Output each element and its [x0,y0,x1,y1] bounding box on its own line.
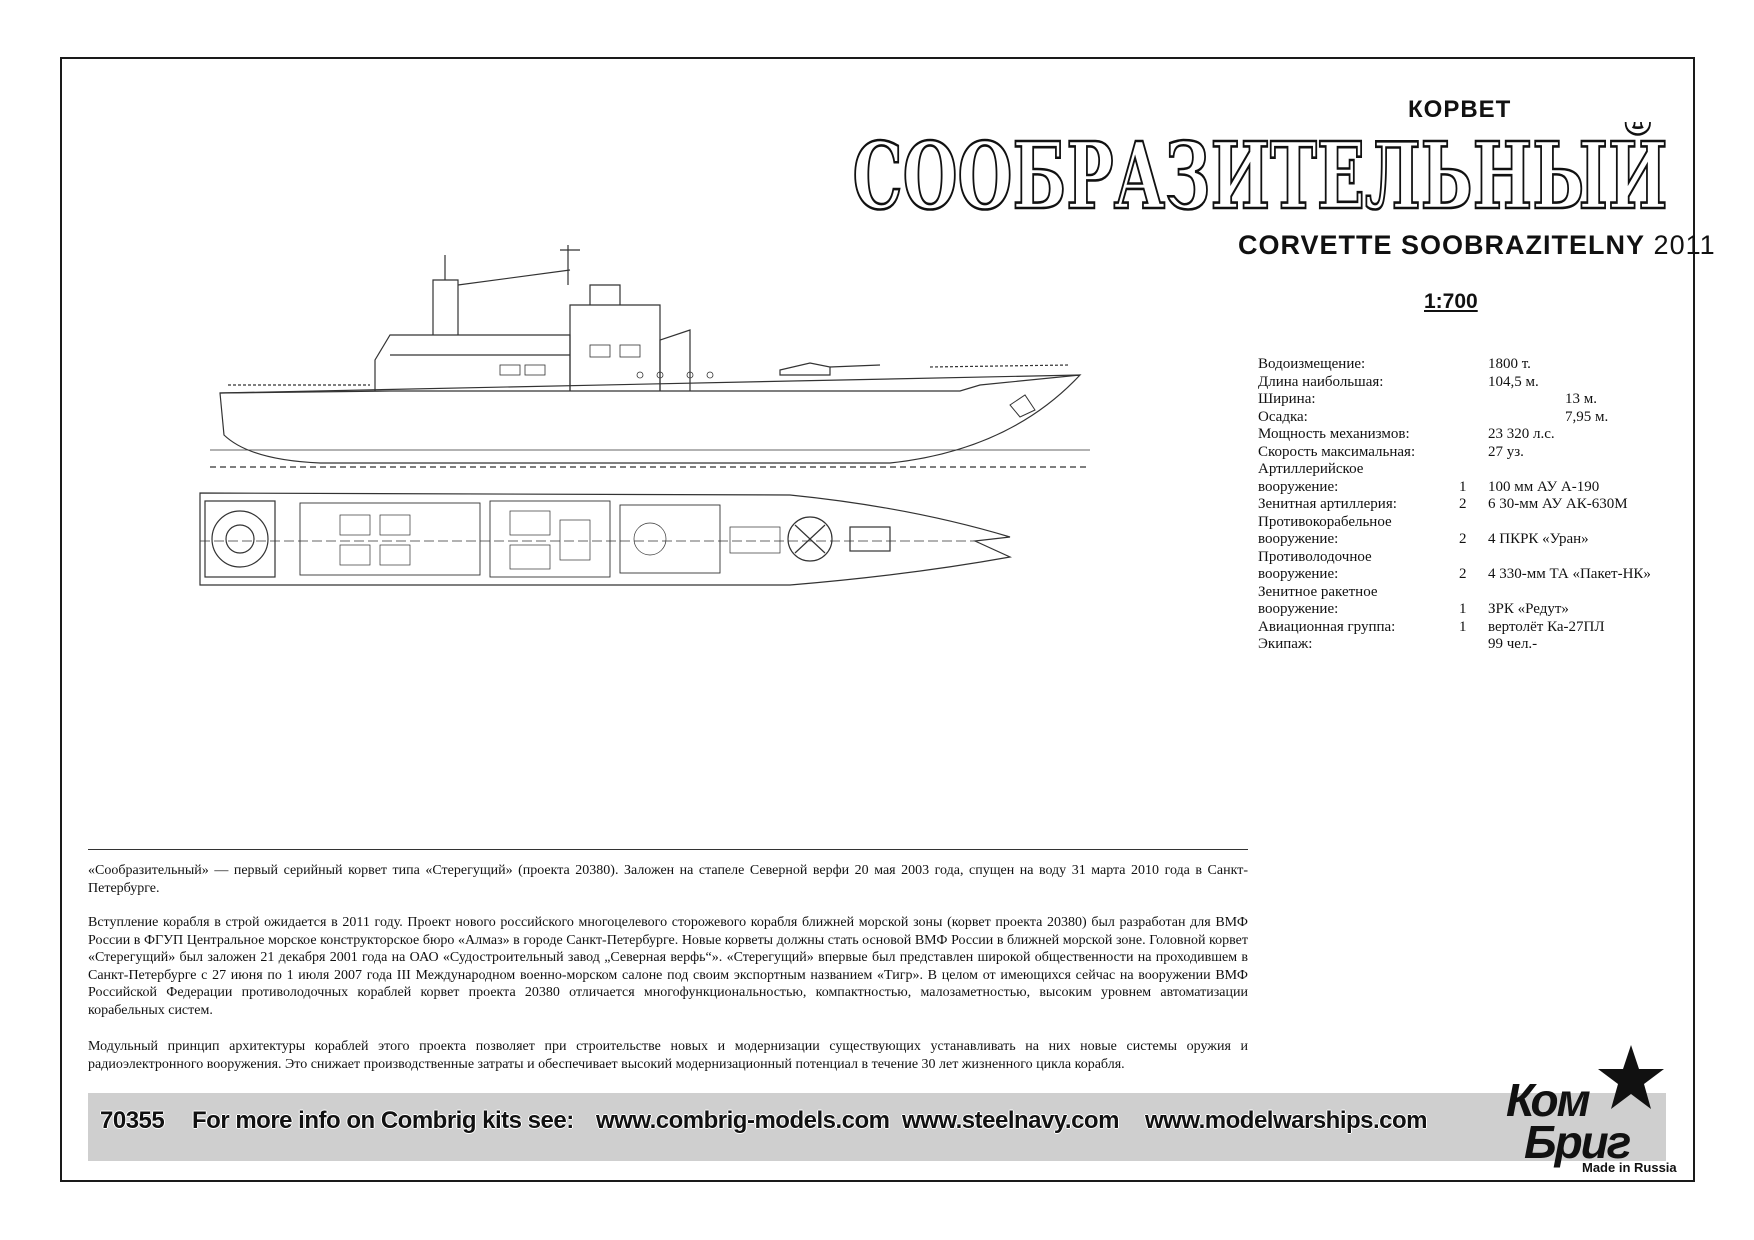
spec-row: Авиационная группа: 1 вертолёт Ка-27ПЛ [1258,619,1688,637]
spec-row: Мощность механизмов: 23 320 л.с. [1258,426,1688,444]
spec-row: Водоизмещение: 1800 т. [1258,356,1688,374]
spec-value: 1800 т. [1488,356,1531,372]
subtitle-year: 2011 [1653,230,1716,260]
spec-row: вооружение: 1 ЗРК «Редут» [1258,601,1688,619]
spec-row: Осадка: 7,95 м. [1258,409,1688,427]
description-paragraph-3: Модульный принцип архитектуры кораблей э… [88,1039,1248,1072]
spec-quantity: 2 [1459,496,1467,512]
deck-plan [199,492,1012,586]
spec-label: Осадка: [1258,408,1308,425]
spec-value: 100 мм АУ А-190 [1488,478,1600,495]
kit-number: 70355 [100,1107,165,1134]
side-profile [210,245,1090,468]
ship-subtitle: CORVETTE SOOBRAZITELNY 2011 [1238,230,1716,261]
spec-label: Водоизмещение: [1258,356,1366,372]
modelwarships-url-link[interactable]: www.modelwarships.com [1145,1107,1428,1134]
description-paragraph-2: Вступление корабля в строй ожидается в 2… [88,915,1248,1018]
spec-value: 6 30-мм АУ АК-630М [1488,496,1628,512]
spec-row: Противолодочное [1258,549,1688,567]
spec-value: ЗРК «Редут» [1488,601,1569,617]
spec-label: Длина наибольшая: [1258,373,1384,390]
spec-value: 104,5 м. [1488,373,1539,390]
spec-value: 27 уз. [1488,443,1524,460]
spec-row: вооружение: 2 4 ПКРК «Уран» [1258,531,1688,549]
spec-label: вооружение: [1258,566,1339,582]
spec-label: вооружение: [1258,531,1339,547]
spec-label: Авиационная группа: [1258,618,1396,635]
spec-label: Противолодочное [1258,548,1372,565]
spec-row: Ширина: 13 м. [1258,391,1688,409]
spec-label: Артиллерийское [1258,461,1364,477]
spec-value: 13 м. [1565,391,1597,407]
ship-name-ornate-title: СООБРАЗИТЕЛЬНЫЙ [851,122,1669,222]
spec-row: Экипаж: 99 чел.- [1258,636,1688,654]
logo-line-1: Ком [1506,1074,1591,1126]
spec-label: Зенитная артиллерия: [1258,496,1397,512]
spec-quantity: 1 [1459,601,1467,617]
spec-value: 99 чел.- [1488,636,1538,652]
logo-line-2: Бриг [1524,1116,1631,1168]
subtitle-name: CORVETTE SOOBRAZITELNY [1238,230,1646,260]
spec-quantity: 1 [1459,618,1467,635]
spec-row: Противокорабельное [1258,514,1688,532]
spec-quantity: 2 [1459,531,1467,547]
spec-label: Зенитное ракетное [1258,583,1378,600]
spec-label: Ширина: [1258,391,1316,407]
scale-label: 1:700 [1424,290,1478,313]
page-border [60,57,1695,1182]
spec-label: Противокорабельное [1258,513,1392,530]
spec-row: вооружение: 2 4 330-мм ТА «Пакет-НК» [1258,566,1688,584]
ship-type-label: КОРВЕТ [1408,96,1512,123]
spec-value: 7,95 м. [1565,408,1609,425]
spec-row: Зенитное ракетное [1258,584,1688,602]
spec-value: 4 ПКРК «Уран» [1488,531,1589,547]
made-in-label: Made in Russia [1582,1160,1677,1175]
steelnavy-url-link[interactable]: www.steelnavy.com [902,1107,1119,1134]
spec-label: Скорость максимальная: [1258,443,1416,460]
combrig-logo: Ком Бриг Made in Russia [1496,1043,1696,1181]
spec-row: Зенитная артиллерия: 2 6 30-мм АУ АК-630М [1258,496,1688,514]
spec-row: Скорость максимальная: 27 уз. [1258,444,1688,462]
spec-label: Мощность механизмов: [1258,426,1410,442]
spec-quantity: 2 [1459,566,1467,582]
spec-label: вооружение: [1258,601,1339,617]
spec-row: Артиллерийское [1258,461,1688,479]
spec-label: Экипаж: [1258,636,1313,652]
spec-value: 23 320 л.с. [1488,426,1555,442]
ship-drawing [199,245,1090,586]
spec-value: вертолёт Ка-27ПЛ [1488,618,1605,635]
combrig-url-link[interactable]: www.combrig-models.com [596,1107,890,1134]
divider-line [88,849,1248,850]
footer-banner: 70355 For more info on Combrig kits see:… [88,1093,1666,1161]
spec-quantity: 1 [1459,478,1467,495]
spec-label: вооружение: [1258,478,1339,495]
specifications-table: Водоизмещение: 1800 т. Длина наибольшая: 10… [1258,356,1688,654]
description-paragraph-1: «Сообразительный» — первый серийный корв… [88,863,1248,896]
spec-row: Длина наибольшая: 104,5 м. [1258,374,1688,392]
spec-value: 4 330-мм ТА «Пакет-НК» [1488,566,1651,582]
footer-info-text: For more info on Combrig kits see: [192,1107,574,1134]
spec-row: вооружение: 1 100 мм АУ А-190 [1258,479,1688,497]
star-icon [1598,1045,1664,1109]
ship-name-text: СООБРАЗИТЕЛЬНЫЙ [853,122,1668,222]
